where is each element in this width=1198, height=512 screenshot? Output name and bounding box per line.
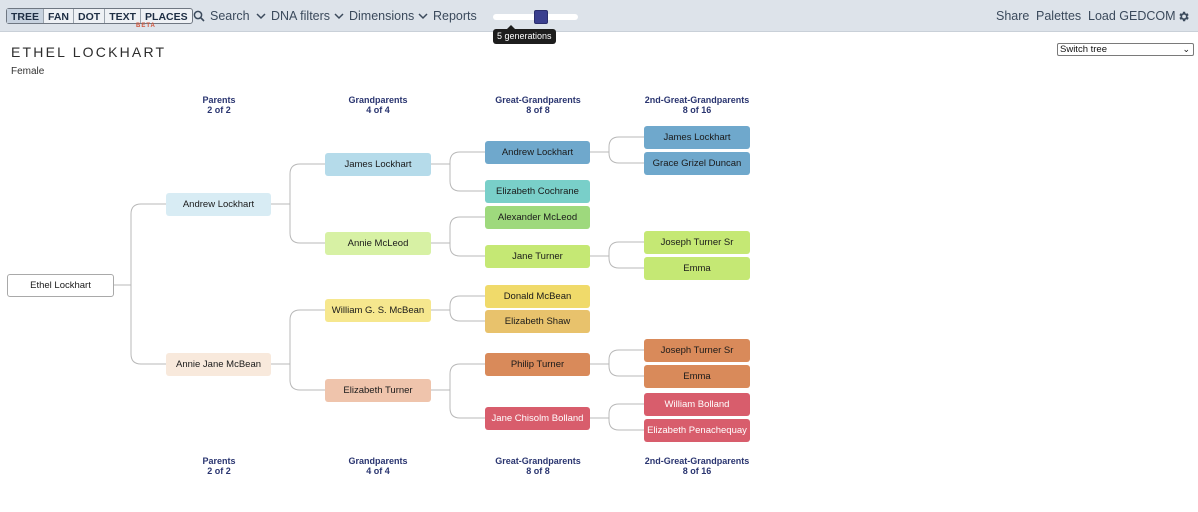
person-box-2nd-great-grandparent[interactable]: James Lockhart (644, 126, 750, 149)
reports-menu[interactable]: Reports (418, 9, 477, 23)
switch-tree-label: Switch tree (1060, 44, 1107, 55)
person-box-2nd-great-grandparent[interactable]: Elizabeth Penachequay (644, 419, 750, 442)
beta-badge: BETA (136, 23, 156, 29)
view-dot-button[interactable]: DOT (74, 9, 106, 23)
dimensions-menu[interactable]: Dimensions (334, 9, 414, 23)
reports-label: Reports (433, 9, 477, 23)
person-box-great-grandparent[interactable]: Alexander McLeod (485, 206, 590, 229)
column-header-great-grandparents: Great-Grandparents 8 of 8 (468, 95, 608, 115)
share-link[interactable]: Share (996, 9, 1030, 23)
column-title: Great-Grandparents (495, 456, 581, 466)
generations-tooltip: 5 generations (493, 29, 556, 44)
person-box-great-grandparent[interactable]: Andrew Lockhart (485, 141, 590, 164)
person-box-grandparent[interactable]: William G. S. McBean (325, 299, 431, 322)
column-footer-grandparents: Grandparents 4 of 4 (308, 456, 448, 476)
dna-filters-label: DNA filters (271, 9, 331, 23)
person-box-2nd-great-grandparent[interactable]: Joseph Turner Sr (644, 339, 750, 362)
view-places-button[interactable]: PLACES (145, 11, 188, 23)
column-count: 4 of 4 (366, 466, 390, 476)
column-footer-2nd-great-grandparents: 2nd-Great-Grandparents 8 of 16 (627, 456, 767, 476)
person-box-mother[interactable]: Annie Jane McBean (166, 353, 271, 376)
person-box-great-grandparent[interactable]: Philip Turner (485, 353, 590, 376)
person-box-2nd-great-grandparent[interactable]: Emma (644, 257, 750, 280)
person-sex: Female (11, 66, 45, 77)
person-box-father[interactable]: Andrew Lockhart (166, 193, 271, 216)
view-text-button[interactable]: TEXT (105, 9, 142, 23)
column-count: 2 of 2 (207, 466, 231, 476)
switch-tree-select[interactable]: Switch tree ⌄ (1057, 43, 1194, 56)
person-box-root[interactable]: Ethel Lockhart (7, 274, 114, 297)
column-header-parents: Parents 2 of 2 (149, 95, 289, 115)
person-box-2nd-great-grandparent[interactable]: Grace Grizel Duncan (644, 152, 750, 175)
gear-icon[interactable] (1177, 10, 1190, 23)
column-count: 8 of 16 (682, 466, 712, 476)
column-title: Parents (202, 95, 236, 105)
chevron-down-icon (334, 13, 344, 20)
column-title: Great-Grandparents (495, 95, 581, 105)
column-footer-great-grandparents: Great-Grandparents 8 of 8 (468, 456, 608, 476)
column-count: 8 of 8 (526, 105, 550, 115)
person-box-grandparent[interactable]: Elizabeth Turner (325, 379, 431, 402)
view-tree-button[interactable]: TREE (7, 9, 45, 23)
column-title: Grandparents (348, 456, 408, 466)
person-box-great-grandparent[interactable]: Donald McBean (485, 285, 590, 308)
column-footer-parents: Parents 2 of 2 (149, 456, 289, 476)
person-box-grandparent[interactable]: James Lockhart (325, 153, 431, 176)
column-count: 2 of 2 (207, 105, 231, 115)
person-box-great-grandparent[interactable]: Elizabeth Cochrane (485, 180, 590, 203)
column-title: Parents (202, 456, 236, 466)
search-button[interactable]: Search (193, 9, 250, 23)
person-box-2nd-great-grandparent[interactable]: William Bolland (644, 393, 750, 416)
column-count: 8 of 16 (682, 105, 712, 115)
load-gedcom-link[interactable]: Load GEDCOM (1088, 9, 1176, 23)
person-box-2nd-great-grandparent[interactable]: Joseph Turner Sr (644, 231, 750, 254)
column-count: 8 of 8 (526, 466, 550, 476)
person-box-great-grandparent[interactable]: Jane Turner (485, 245, 590, 268)
palettes-link[interactable]: Palettes (1036, 9, 1082, 23)
dimensions-label: Dimensions (349, 9, 415, 23)
chevron-down-icon (418, 13, 428, 20)
person-box-grandparent[interactable]: Annie McLeod (325, 232, 431, 255)
column-title: 2nd-Great-Grandparents (644, 456, 750, 466)
toolbar: TREE FAN DOT TEXT PLACES BETA Search DNA… (0, 0, 1198, 32)
chevron-down-icon: ⌄ (1182, 44, 1190, 54)
generations-slider-thumb[interactable] (534, 10, 548, 24)
dna-filters-menu[interactable]: DNA filters (256, 9, 330, 23)
chevron-down-icon (256, 13, 266, 20)
search-label: Search (210, 9, 250, 23)
column-header-grandparents: Grandparents 4 of 4 (308, 95, 448, 115)
person-name: ETHEL LOCKHART (11, 44, 167, 60)
column-count: 4 of 4 (366, 105, 390, 115)
view-switcher: TREE FAN DOT TEXT PLACES (6, 8, 193, 24)
view-fan-button[interactable]: FAN (44, 9, 75, 23)
person-box-great-grandparent[interactable]: Jane Chisolm Bolland (485, 407, 590, 430)
person-box-great-grandparent[interactable]: Elizabeth Shaw (485, 310, 590, 333)
tooltip-arrow (507, 25, 515, 29)
column-title: 2nd-Great-Grandparents (644, 95, 750, 105)
column-title: Grandparents (348, 95, 408, 105)
column-header-2nd-great-grandparents: 2nd-Great-Grandparents 8 of 16 (627, 95, 767, 115)
person-box-2nd-great-grandparent[interactable]: Emma (644, 365, 750, 388)
search-icon (193, 10, 205, 22)
